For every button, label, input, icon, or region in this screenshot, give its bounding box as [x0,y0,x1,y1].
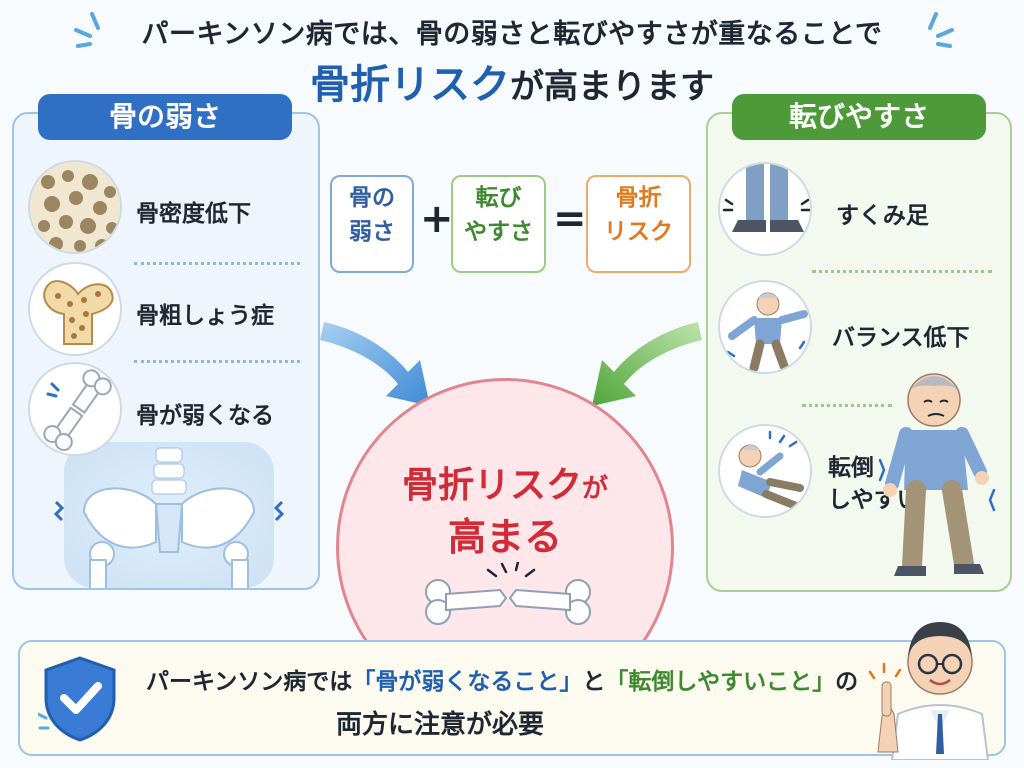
plus-sign: + [420,196,454,242]
eq-result-line1: 骨折 [615,185,662,211]
fall-risk-heading: 転びやすさ [732,94,986,140]
broken-bone-icon [28,362,122,456]
eq-term2-line2: やすさ [464,219,533,245]
divider [802,404,892,407]
elderly-man-illustration [878,373,996,576]
blue-arrow-icon [320,322,430,406]
pelvis-illustration [53,442,285,588]
left-item-label-1: 骨密度低下 [136,201,251,227]
banner-quote-1: 「骨が弱くなること」 [352,669,583,695]
title-rest: が高まります [510,67,714,107]
left-sparkle-icon [74,12,100,48]
right-item-label-3b: しやすい [828,487,920,513]
balance-loss-icon [718,280,812,374]
left-item-label-2: 骨粗しょう症 [136,303,274,329]
shield-check-icon [38,656,116,742]
eq-result-line2: リスク [604,219,673,245]
eq-term1-line1: 骨の [349,185,395,211]
title-line-2: 骨折リスクが高まります [0,52,1024,110]
title-highlight: 骨折リスク [310,62,510,108]
center-text-line-2: 高まる [447,515,562,559]
fractured-bone-icon [425,562,591,625]
banner-pre: パーキンソン病では [146,669,353,695]
right-item-label-3a: 転倒 [828,455,874,481]
equation-term-fall-risk: 転び やすさ [451,175,546,273]
eq-term2-line1: 転び [475,185,522,211]
right-item-label-3: 転倒 しやすい [828,452,920,516]
right-sparkle-icon [928,12,954,48]
center-main: 骨折リスク [401,465,582,506]
bone-weakness-heading: 骨の弱さ [38,94,292,140]
frozen-feet-icon [718,162,812,256]
summary-banner [18,640,1006,756]
fall-icon [718,424,812,518]
bone-density-icon [28,160,122,254]
center-small: が [582,474,609,504]
divider [812,270,992,273]
right-item-label-2: バランス低下 [832,325,970,351]
osteoporosis-icon [28,262,122,356]
left-item-label-3: 骨が弱くなる [136,403,274,429]
banner-line-1: パーキンソン病では「骨が弱くなること」と「転倒しやすいこと」の [146,662,858,696]
equation-term-bone-weakness: 骨の 弱さ [330,175,414,273]
banner-mid: と [582,669,606,695]
divider [134,262,300,265]
right-item-label-1: すくみ足 [836,203,929,229]
banner-post: の [835,669,859,695]
eq-term1-line2: 弱さ [349,219,395,245]
center-text-line-1: 骨折リスクが [336,456,674,508]
equals-sign: = [553,196,587,242]
banner-line-2: 両方に注意が必要 [336,710,545,740]
title-line-1: パーキンソン病では、骨の弱さと転びやすさが重なることで [141,19,883,50]
green-arrow-icon [592,322,702,406]
equation-result-fracture-risk: 骨折 リスク [586,175,691,273]
divider [134,360,300,363]
banner-quote-2: 「転倒しやすいこと」 [605,669,836,695]
doctor-illustration [868,622,990,760]
